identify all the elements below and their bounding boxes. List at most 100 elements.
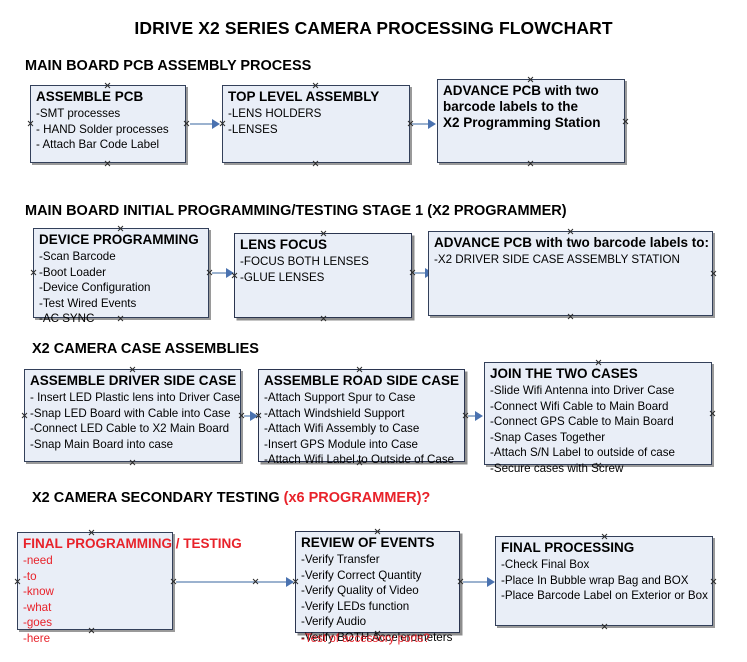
box-lines: - Insert LED Plastic lens into Driver Ca…: [30, 390, 241, 452]
box-line: -Secure cases with Screw: [490, 461, 624, 475]
connector-arrow-icon: [475, 411, 483, 421]
box-line: -Connect LED Cable to X2 Main Board: [30, 422, 230, 436]
box-line: -Boot Loader: [39, 265, 107, 279]
box-lines: -Scan Barcode -Boot Loader -Device Confi…: [39, 249, 204, 327]
box-title: ADVANCE PCB with two: [443, 83, 599, 98]
box-line: -Snap Main Board into case: [30, 437, 174, 451]
flow-box-final-processing[interactable]: FINAL PROCESSING -Check Final Box -Place…: [495, 536, 713, 626]
box-line: -Place Barcode Label on Exterior or Box: [501, 589, 708, 603]
box-title: REVIEW OF EVENTS: [301, 535, 435, 550]
connector-line: [468, 415, 481, 417]
box-lines: -SMT processes - HAND Solder processes -…: [36, 106, 181, 153]
connector-arrow-icon: [226, 268, 234, 278]
flow-box-assemble-road-side-case[interactable]: ASSEMBLE ROAD SIDE CASE -Attach Support …: [258, 369, 465, 466]
connector-line: [412, 123, 432, 125]
flow-box-advance-pcb-to-programming-station[interactable]: ADVANCE PCB with two barcode labels to t…: [437, 79, 625, 163]
box-line: -Verify Audio: [301, 615, 367, 629]
box-title: DEVICE PROGRAMMING: [39, 232, 199, 247]
box-line: -Device Configuration: [39, 281, 151, 295]
box-title: ASSEMBLE PCB: [36, 89, 144, 104]
section-header-text: X2 CAMERA SECONDARY TESTING: [32, 490, 284, 506]
box-line: -Verify Quality of Video: [301, 584, 419, 598]
box-line: -goes: [23, 616, 53, 630]
section-header-text: X2 CAMERA CASE ASSEMBLIES: [32, 341, 259, 357]
box-line: -LENS HOLDERS: [228, 106, 322, 120]
box-line: -Scan Barcode: [39, 249, 116, 263]
box-line: -Slide Wifi Antenna into Driver Case: [490, 383, 675, 397]
section-header-main-board-initial-programming: MAIN BOARD INITIAL PROGRAMMING/TESTING S…: [25, 203, 567, 219]
connector-arrow-icon: [212, 119, 220, 129]
box-lines: -Attach Support Spur to Case -Attach Win…: [264, 390, 460, 468]
box-line: -Attach S/N Label to outside of case: [490, 446, 675, 460]
flow-box-advance-pcb-to-driver-side-case[interactable]: ADVANCE PCB with two barcode labels to: …: [428, 231, 713, 316]
section-header-accent-text: (x6 PROGRAMMER)?: [283, 490, 431, 506]
box-lines: -Check Final Box -Place In Bubble wrap B…: [501, 557, 708, 604]
box-line: -need: [23, 553, 53, 567]
section-header-text: MAIN BOARD PCB ASSEMBLY PROCESS: [25, 58, 312, 74]
box-line: -Verify Transfer: [301, 552, 380, 566]
box-title: TOP LEVEL ASSEMBLY: [228, 89, 380, 104]
box-title: FINAL PROGRAMMING / TESTING: [23, 536, 242, 551]
connector-arrow-icon: [487, 577, 495, 587]
box-title: JOIN THE TWO CASES: [490, 366, 638, 381]
box-line: -here: [23, 631, 51, 645]
connector-arrow-icon: [286, 577, 294, 587]
box-line: -Insert GPS Module into Case: [264, 437, 419, 451]
box-line: -SMT processes: [36, 106, 121, 120]
box-line: -what: [23, 600, 52, 614]
box-line: -Verify LEDs function: [301, 599, 410, 613]
box-line: -Connect Wifi Cable to Main Board: [490, 399, 669, 413]
box-lines: -LENS HOLDERS -LENSES: [228, 106, 405, 137]
box-line: -Snap Cases Together: [490, 430, 606, 444]
page-title: IDRIVE X2 SERIES CAMERA PROCESSING FLOWC…: [134, 18, 613, 38]
flow-box-assemble-pcb[interactable]: ASSEMBLE PCB -SMT processes - HAND Solde…: [30, 85, 186, 163]
box-title: ASSEMBLE DRIVER SIDE CASE: [30, 373, 237, 388]
flow-box-assemble-driver-side-case[interactable]: ASSEMBLE DRIVER SIDE CASE - Insert LED P…: [24, 369, 241, 462]
box-line: -Attach Wifi Label to Outside of Case: [264, 453, 455, 467]
box-line: -Place In Bubble wrap Bag and BOX: [501, 573, 689, 587]
connector-line: [176, 581, 288, 583]
flow-box-top-level-assembly[interactable]: TOP LEVEL ASSEMBLY -LENS HOLDERS -LENSES: [222, 85, 410, 163]
box-line: -Attach Wifi Assembly to Case: [264, 422, 420, 436]
box-line: -AC SYNC: [39, 312, 95, 326]
box-line: -GLUE LENSES: [240, 270, 325, 284]
box-line: -to: [23, 569, 37, 583]
box-lines: -X2 DRIVER SIDE CASE ASSEMBLY STATION: [434, 252, 708, 268]
box-title: FINAL PROCESSING: [501, 540, 635, 555]
section-header-main-board-pcb-assembly: MAIN BOARD PCB ASSEMBLY PROCESS: [25, 58, 311, 74]
box-line: -Verify BOTH Accelerometers: [301, 630, 453, 644]
box-lines: -need -to -know -what -goes -here: [23, 553, 168, 646]
flow-box-join-the-two-cases[interactable]: JOIN THE TWO CASES -Slide Wifi Antenna i…: [484, 362, 712, 475]
box-lines: -Verify Transfer -Verify Correct Quantit…: [301, 552, 455, 645]
box-line: -Snap LED Board with Cable into Case: [30, 406, 231, 420]
box-line: -Check Final Box: [501, 557, 590, 571]
flow-box-review-of-events[interactable]: REVIEW OF EVENTS -Verify Transfer -Verif…: [295, 531, 460, 645]
box-line: -Attach Support Spur to Case: [264, 390, 416, 404]
flow-box-device-programming[interactable]: DEVICE PROGRAMMING -Scan Barcode -Boot L…: [33, 228, 209, 325]
connector-line: [414, 272, 428, 274]
box-line: -Test Wired Events: [39, 296, 137, 310]
box-lines: -Slide Wifi Antenna into Driver Case -Co…: [490, 383, 707, 476]
box-line: - Insert LED Plastic lens into Driver Ca…: [30, 390, 241, 404]
box-title: ADVANCE PCB with two barcode labels to:: [434, 235, 710, 250]
box-line: X2 Programming Station: [443, 114, 601, 130]
box-line: - HAND Solder processes: [36, 122, 169, 136]
connector-line: [190, 123, 216, 125]
box-line: -LENSES: [228, 122, 278, 136]
box-line: -know: [23, 585, 54, 599]
box-overflow-line: -Test of accessory ports?: [301, 632, 430, 645]
connector-line: [212, 272, 228, 274]
section-header-text: MAIN BOARD INITIAL PROGRAMMING/TESTING S…: [25, 203, 567, 219]
connector-arrow-icon: [250, 411, 258, 421]
box-title: ASSEMBLE ROAD SIDE CASE: [264, 373, 460, 388]
box-title: LENS FOCUS: [240, 237, 328, 252]
flow-box-lens-focus[interactable]: LENS FOCUS -FOCUS BOTH LENSES -GLUE LENS…: [234, 233, 412, 318]
section-header-x2-camera-secondary-testing: X2 CAMERA SECONDARY TESTING (x6 PROGRAMM…: [32, 490, 430, 506]
box-line: barcode labels to the: [443, 98, 579, 114]
flow-box-final-programming-testing[interactable]: FINAL PROGRAMMING / TESTING -need -to -k…: [17, 532, 242, 645]
connector-arrow-icon: [428, 119, 436, 129]
section-header-x2-camera-case-assemblies: X2 CAMERA CASE ASSEMBLIES: [32, 341, 259, 357]
box-line: - Attach Bar Code Label: [36, 138, 160, 152]
box-line: -Connect GPS Cable to Main Board: [490, 415, 674, 429]
